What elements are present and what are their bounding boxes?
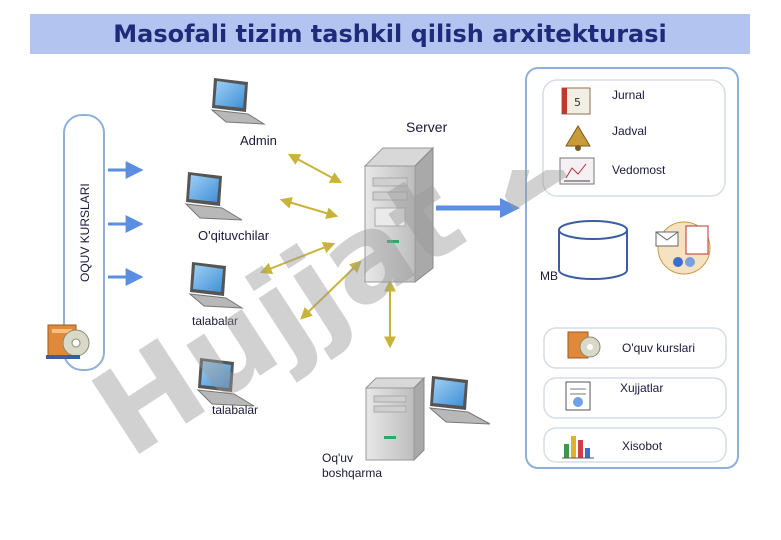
connection-arrows [259,153,396,349]
node-students-2: talabalar [212,403,258,417]
laptop-icon [196,358,255,407]
top-item-label: Jurnal [612,88,645,102]
bell-icon [565,125,591,151]
node-management: Oq'uv boshqarma [322,451,382,480]
laptop-icon [210,78,266,125]
book-disc-icon [567,331,601,359]
laptop-icon [188,262,244,309]
db-label: MB [540,269,558,283]
mail-users-icon [655,221,711,275]
database-icon [558,220,628,280]
svg-text:5: 5 [574,96,581,109]
bottom-item-label: Xisobot [622,439,663,453]
bottom-item-label: O'quv kurslari [622,341,695,355]
page-title: Masofali tizim tashkil qilish arxitektur… [113,20,667,48]
top-item-label: Vedomost [612,163,666,177]
server-icon [363,146,435,284]
node-server: Server [406,119,448,135]
node-admin: Admin [240,133,277,148]
right-panel: 5 Jurnal Jadval Vedomost MB [525,67,739,469]
node-teachers: O'qituvchilar [198,228,270,243]
journal-icon: 5 [561,87,591,115]
book-disc-icon [46,324,90,359]
report-sheet-icon [559,157,595,185]
bar-chart-icon [562,436,594,459]
node-students-1: talabalar [192,314,238,328]
bottom-item-label: Xujjatlar [620,381,663,395]
laptop-icon [428,376,491,425]
document-icon [565,381,591,411]
left-arrows [108,161,144,286]
server-icon [364,376,426,462]
left-panel: OQUV KURSLARI [46,114,105,371]
laptop-icon [184,172,243,221]
top-item-label: Jadval [612,124,647,138]
title-bar: Masofali tizim tashkil qilish arxitektur… [30,14,750,54]
left-panel-label: OQUV KURSLARI [78,183,92,282]
